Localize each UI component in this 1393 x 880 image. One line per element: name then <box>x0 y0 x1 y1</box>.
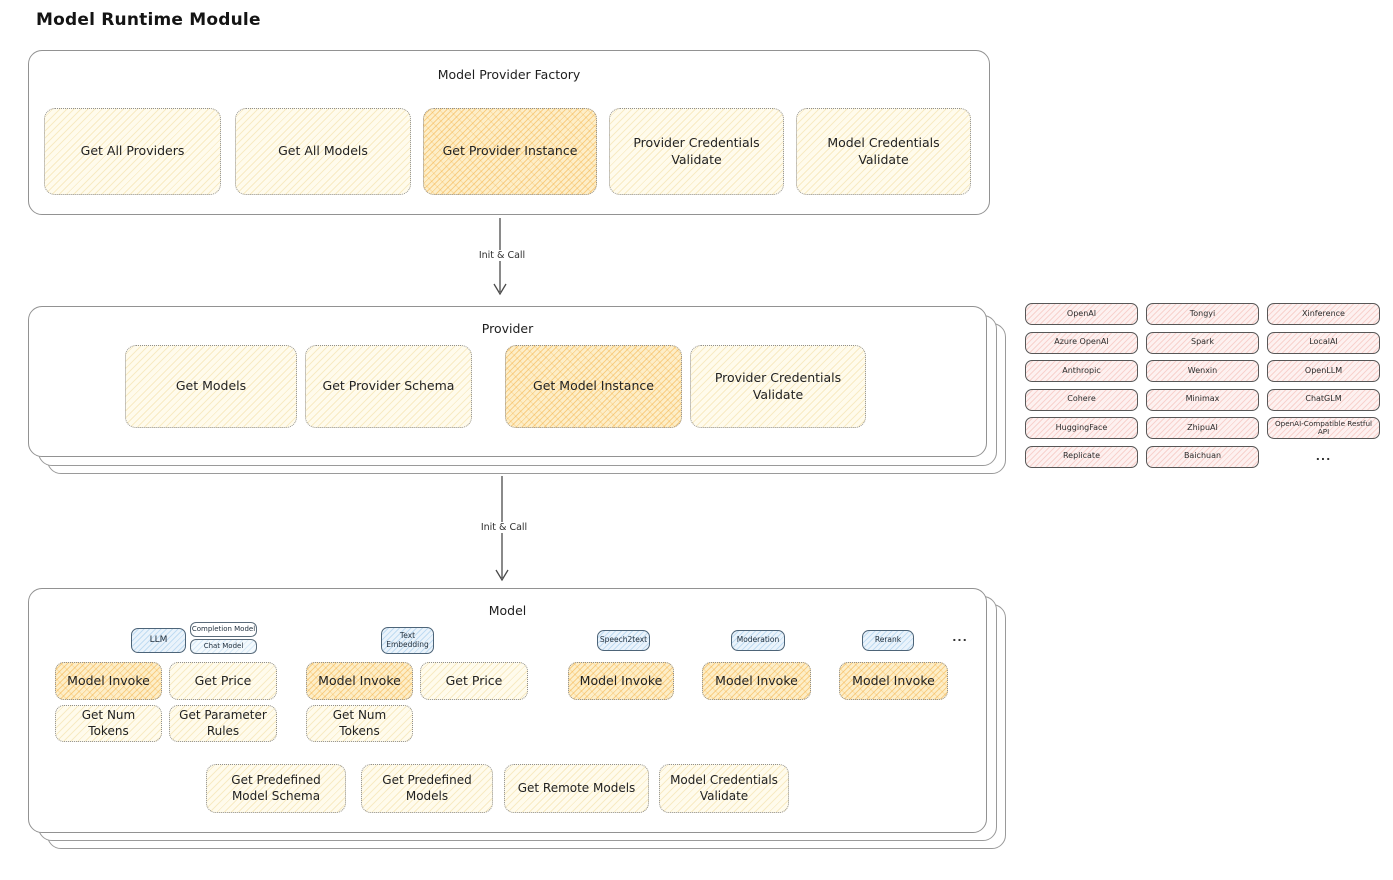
node-llm-get-price: Get Price <box>169 662 277 700</box>
node-provider-credentials-validate-2: Provider Credentials Validate <box>690 345 866 428</box>
node-speech2text-model-invoke: Model Invoke <box>568 662 674 700</box>
node-llm-model-invoke: Model Invoke <box>55 662 162 700</box>
provider-chip: LocalAI <box>1267 331 1380 354</box>
provider-chip: OpenAI <box>1025 303 1138 325</box>
node-model-credentials-validate: Model Credentials Validate <box>796 108 971 195</box>
factory-title: Model Provider Factory <box>437 67 581 82</box>
tab-speech2text: Speech2text <box>597 630 650 651</box>
provider-title: Provider <box>481 321 534 336</box>
provider-chip: Spark <box>1146 331 1259 354</box>
provider-chip: ZhipuAI <box>1146 417 1259 439</box>
tab-text-embedding: Text Embedding <box>381 627 434 654</box>
model-box: Model LLM Completion Model Chat Model Te… <box>28 588 987 833</box>
model-title: Model <box>488 603 527 618</box>
node-get-predefined-model-schema: Get Predefined Model Schema <box>206 764 346 813</box>
model-tabs-ellipsis: ... <box>952 631 968 644</box>
node-llm-get-parameter-rules: Get Parameter Rules <box>169 705 277 742</box>
node-get-provider-schema: Get Provider Schema <box>305 345 472 428</box>
provider-chip: OpenLLM <box>1267 360 1380 382</box>
node-get-all-providers: Get All Providers <box>44 108 221 195</box>
provider-chip: Anthropic <box>1025 360 1138 382</box>
node-model-credentials-validate-2: Model Credentials Validate <box>659 764 789 813</box>
node-get-predefined-models: Get Predefined Models <box>361 764 493 813</box>
page-title: Model Runtime Module <box>36 10 261 30</box>
provider-chip: Minimax <box>1146 388 1259 411</box>
provider-box: Provider Get Models Get Provider Schema … <box>28 306 987 457</box>
provider-chip: Wenxin <box>1146 360 1259 382</box>
node-embedding-get-num-tokens: Get Num Tokens <box>306 705 413 742</box>
tab-chat-model: Chat Model <box>190 639 257 654</box>
arrow-label-init-call-top: Init & Call <box>466 250 538 261</box>
provider-chip: Tongyi <box>1146 303 1259 325</box>
node-get-models: Get Models <box>125 345 297 428</box>
provider-list-ellipsis: ... <box>1315 450 1332 463</box>
tab-llm: LLM <box>131 628 186 653</box>
provider-chip: Azure OpenAI <box>1025 331 1138 354</box>
node-provider-credentials-validate: Provider Credentials Validate <box>609 108 784 195</box>
provider-chip: HuggingFace <box>1025 417 1138 439</box>
provider-chip: Replicate <box>1025 445 1138 468</box>
node-embedding-get-price: Get Price <box>420 662 528 700</box>
node-llm-get-num-tokens: Get Num Tokens <box>55 705 162 742</box>
provider-chip: Baichuan <box>1146 445 1259 468</box>
provider-chip: Xinference <box>1267 303 1380 325</box>
node-get-all-models: Get All Models <box>235 108 411 195</box>
provider-chip: OpenAI-Compatible Restful API <box>1267 417 1380 439</box>
tab-completion-model: Completion Model <box>190 622 257 637</box>
arrow-label-init-call-bottom: Init & Call <box>468 522 540 533</box>
node-moderation-model-invoke: Model Invoke <box>702 662 811 700</box>
provider-chip: ChatGLM <box>1267 388 1380 411</box>
node-get-remote-models: Get Remote Models <box>504 764 649 813</box>
node-rerank-model-invoke: Model Invoke <box>839 662 948 700</box>
node-embedding-model-invoke: Model Invoke <box>306 662 413 700</box>
provider-chip: Cohere <box>1025 388 1138 411</box>
node-get-provider-instance: Get Provider Instance <box>423 108 597 195</box>
tab-moderation: Moderation <box>731 630 785 651</box>
provider-list: OpenAI Tongyi Xinference Azure OpenAI Sp… <box>1025 303 1380 468</box>
factory-box: Model Provider Factory Get All Providers… <box>28 50 990 215</box>
node-get-model-instance: Get Model Instance <box>505 345 682 428</box>
tab-rerank: Rerank <box>862 630 914 651</box>
